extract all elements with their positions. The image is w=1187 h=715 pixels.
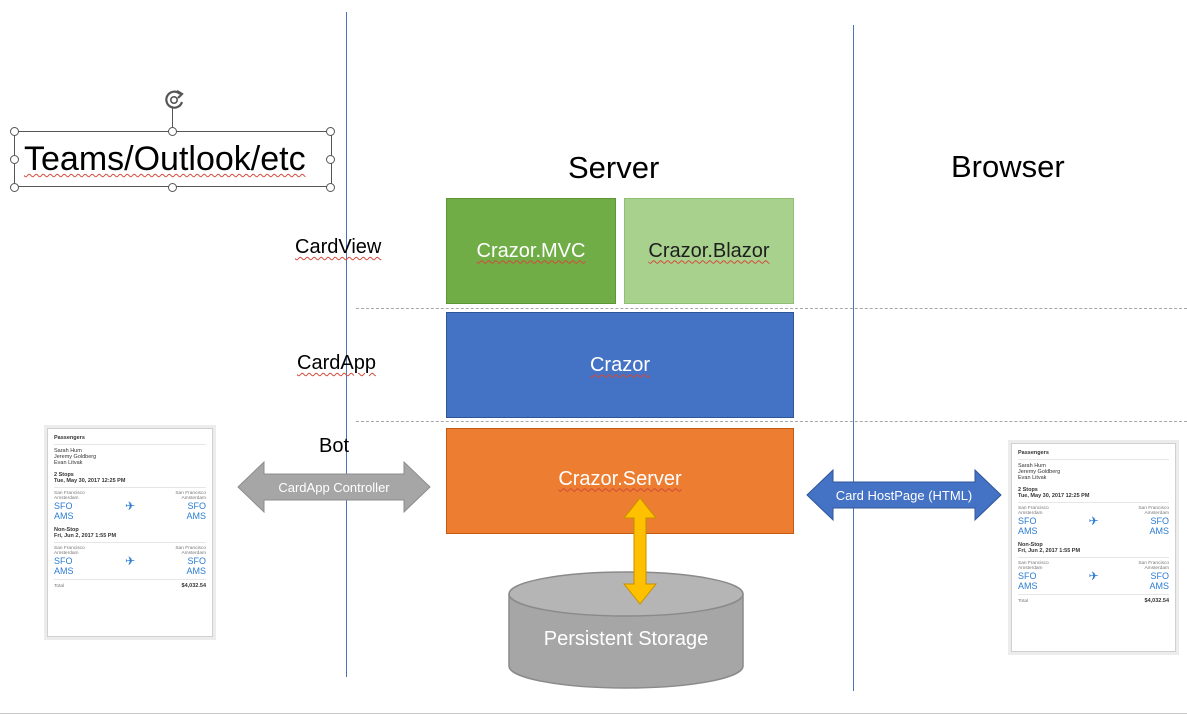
airplane-icon: ✈ (124, 554, 136, 568)
card-hostpage-label: Card HostPage (HTML) (835, 487, 973, 503)
separator-cardview (356, 308, 1187, 309)
resize-handle-br[interactable] (326, 183, 335, 192)
airplane-icon: ✈ (1088, 514, 1099, 528)
resize-handle-tr[interactable] (326, 127, 335, 136)
cardapp-controller-arrow (237, 460, 431, 514)
crazor-mvc-box[interactable]: Crazor.MVC (446, 198, 616, 304)
slide-bottom-edge (0, 713, 1187, 714)
airplane-icon: ✈ (1088, 569, 1099, 583)
resize-handle-tc[interactable] (168, 127, 177, 136)
row-label-cardview: CardView (295, 236, 382, 258)
airplane-icon: ✈ (124, 499, 136, 513)
persistent-storage-label: Persistent Storage (543, 628, 709, 650)
adaptive-card-left: Passengers Sarah Hum Jeremy Goldberg Eva… (47, 428, 213, 637)
resize-handle-bl[interactable] (10, 183, 19, 192)
rotate-handle-icon[interactable] (160, 86, 188, 114)
divider-left (346, 12, 347, 677)
card-hostpage-arrow (806, 468, 1002, 522)
column-title-server: Server (568, 150, 660, 185)
storage-double-arrow (622, 497, 658, 605)
crazor-box[interactable]: Crazor (446, 312, 794, 418)
row-label-bot: Bot (319, 435, 350, 457)
persistent-storage-cylinder[interactable] (507, 570, 745, 690)
cardapp-controller-label: CardApp Controller (278, 479, 390, 495)
rotate-handle-stem (172, 108, 173, 128)
adaptive-card-right: Passengers Sarah Hum Jeremy Goldberg Eva… (1011, 443, 1176, 652)
column-title-browser: Browser (951, 149, 1065, 184)
resize-handle-bc[interactable] (168, 183, 177, 192)
resize-handle-ml[interactable] (10, 155, 19, 164)
crazor-blazor-box[interactable]: Crazor.Blazor (624, 198, 794, 304)
divider-right (853, 25, 854, 691)
resize-handle-mr[interactable] (326, 155, 335, 164)
resize-handle-tl[interactable] (10, 127, 19, 136)
crazor-blazor-label: Crazor.Blazor (648, 239, 770, 262)
crazor-server-box[interactable]: Crazor.Server (446, 428, 794, 534)
selected-textbox-text[interactable]: Teams/Outlook/etc (24, 140, 306, 178)
separator-cardapp (356, 421, 1187, 422)
row-label-cardapp: CardApp (297, 352, 376, 374)
